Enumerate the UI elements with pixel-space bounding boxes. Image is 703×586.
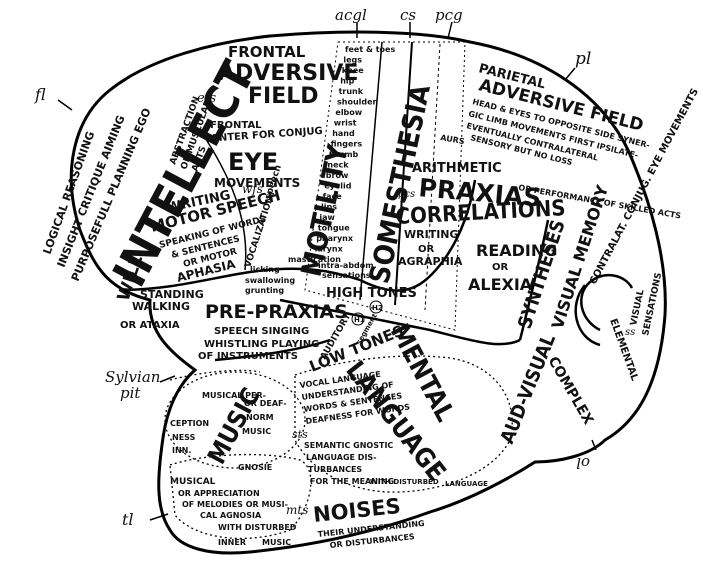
- sylvian-label-2: pit: [120, 384, 141, 402]
- ol-label: ol: [576, 454, 590, 472]
- body-part-label: lips: [321, 203, 337, 212]
- body-part-label: hand: [332, 129, 355, 138]
- wfs-label: wfs: [242, 182, 263, 196]
- frontal-field-title-1: FRONTAL: [228, 43, 306, 61]
- eye-center-1: FRONTAL: [210, 120, 262, 131]
- temporal-regions: [164, 355, 513, 539]
- mts-label: mts: [286, 503, 308, 517]
- or-2-label: OR: [492, 262, 509, 273]
- agnosia-label: CAL AGNOSIA: [200, 511, 262, 520]
- body-part-label: brow: [326, 171, 349, 180]
- with-dist-2: WITH DISTURBED: [218, 523, 297, 532]
- parietal-head-5: AURS: [440, 133, 466, 146]
- with-dist-1: WITH DISTURBED: [370, 478, 439, 486]
- mastication-label: mastication: [288, 255, 341, 264]
- musical-2: MUSICAL: [170, 477, 216, 487]
- alexia-label: ALEXIA: [468, 275, 533, 294]
- or-1-label: OR: [418, 244, 435, 255]
- speech-1: SPEECH SINGING: [214, 326, 309, 337]
- body-part-label: feet & toes: [345, 45, 395, 54]
- complex-label: COMPLEX: [545, 354, 597, 428]
- deaf-1: OR DEAF-: [244, 399, 287, 408]
- frontal-field-title-3: FIELD: [248, 84, 319, 109]
- acgl-label: acgl: [335, 6, 367, 24]
- pcs-label: pcs: [398, 189, 415, 200]
- writing-2-label: WRITING: [404, 228, 459, 241]
- semantic-1: SEMANTIC GNOSTIC: [304, 441, 393, 450]
- musical-per-1: MUSICAL PER-: [202, 391, 266, 400]
- agraphia-label: AGRAPHIA: [398, 255, 463, 268]
- aud-visual-label: AUD-VISUAL: [496, 331, 560, 447]
- norm-1: NORM: [246, 413, 274, 422]
- norm-2: MUSIC: [242, 427, 271, 436]
- body-part-label: larynx: [315, 245, 344, 254]
- music-2-label: MUSIC: [262, 538, 291, 547]
- reading-label: READING: [476, 241, 557, 260]
- body-part-label: elbow: [335, 108, 362, 117]
- body-part-label: face: [323, 192, 343, 201]
- semantic-3: TURBANCES: [308, 465, 362, 474]
- inn-label: INN.: [172, 446, 191, 455]
- grunting-label: grunting: [245, 286, 284, 295]
- semantic-4: FOR THE MEANING: [310, 477, 394, 486]
- brain-outline: [69, 30, 667, 555]
- body-part-label: neck: [327, 161, 349, 170]
- body-part-label: trunk: [339, 87, 364, 96]
- body-part-label: hip: [340, 77, 354, 86]
- intra-abdom-1: intra-abdom.: [318, 261, 377, 270]
- lang-1: LANGUAGE: [445, 480, 488, 488]
- efs-label: efs: [197, 91, 217, 106]
- musical-per-2: CEPTION: [170, 419, 209, 428]
- body-part-label: thumb: [329, 150, 359, 159]
- ss-label: ss: [625, 327, 635, 338]
- pre-praxias-label: PRE-PRAXIAS: [205, 301, 348, 323]
- visual-sens-2: SENSATIONS: [641, 272, 664, 337]
- semantic-2: LANGUAGE DIS-: [306, 453, 377, 462]
- motor-strip-grid: [304, 41, 466, 331]
- body-part-label: eyelid: [324, 182, 352, 191]
- pcg-label: pcg: [435, 6, 463, 24]
- ataxia-label: OR ATAXIA: [120, 320, 180, 331]
- movements-label: MOVEMENTS: [214, 176, 300, 190]
- licking-label: licking: [250, 265, 280, 274]
- body-part-label: shoulder: [337, 98, 377, 107]
- body-part-label: legs: [343, 56, 362, 65]
- inner-label: INNER: [218, 538, 246, 547]
- arithmetic-label: ARITHMETIC: [412, 161, 502, 176]
- body-part-label: wrist: [334, 119, 357, 128]
- intra-abdom-2: sensations: [322, 271, 371, 280]
- cs-label: cs: [400, 6, 416, 24]
- standing-2: WALKING: [132, 300, 190, 313]
- tl-label: tl: [122, 510, 134, 529]
- standing-1: STANDING: [140, 288, 204, 301]
- sylvian-label-1: Sylvian: [105, 368, 160, 386]
- h2-label: H2: [372, 304, 383, 312]
- h1-label: H1: [354, 316, 365, 324]
- body-part-label: fingers: [331, 140, 363, 149]
- gnosia-1: GNOSIE: [238, 463, 272, 472]
- sts-label: sts: [292, 428, 308, 441]
- edge-arrows: [57, 21, 597, 521]
- frontal-field-title-2: ADVERSIVE: [218, 61, 358, 86]
- appr-label: OR APPRECIATION: [178, 489, 260, 498]
- pl-label: pl: [575, 49, 591, 69]
- speech-2: WHISTLING PLAYING: [204, 339, 319, 350]
- body-part-label: tongue: [318, 224, 350, 233]
- high-tones-label: HIGH TONES: [326, 286, 417, 301]
- deaf-2: NESS: [172, 433, 196, 442]
- body-part-label: pharynx: [316, 234, 354, 243]
- body-part-label: jaw: [318, 213, 335, 222]
- sulci-lines: [119, 129, 634, 362]
- eye-label: EYE: [228, 148, 278, 176]
- speech-3: OF INSTRUMENTS: [198, 351, 298, 362]
- melodies-label: OF MELODIES OR MUSI-: [182, 500, 288, 509]
- body-part-label: knee: [342, 66, 364, 75]
- swallowing-label: swallowing: [245, 276, 295, 285]
- fl-label: fl: [34, 85, 46, 104]
